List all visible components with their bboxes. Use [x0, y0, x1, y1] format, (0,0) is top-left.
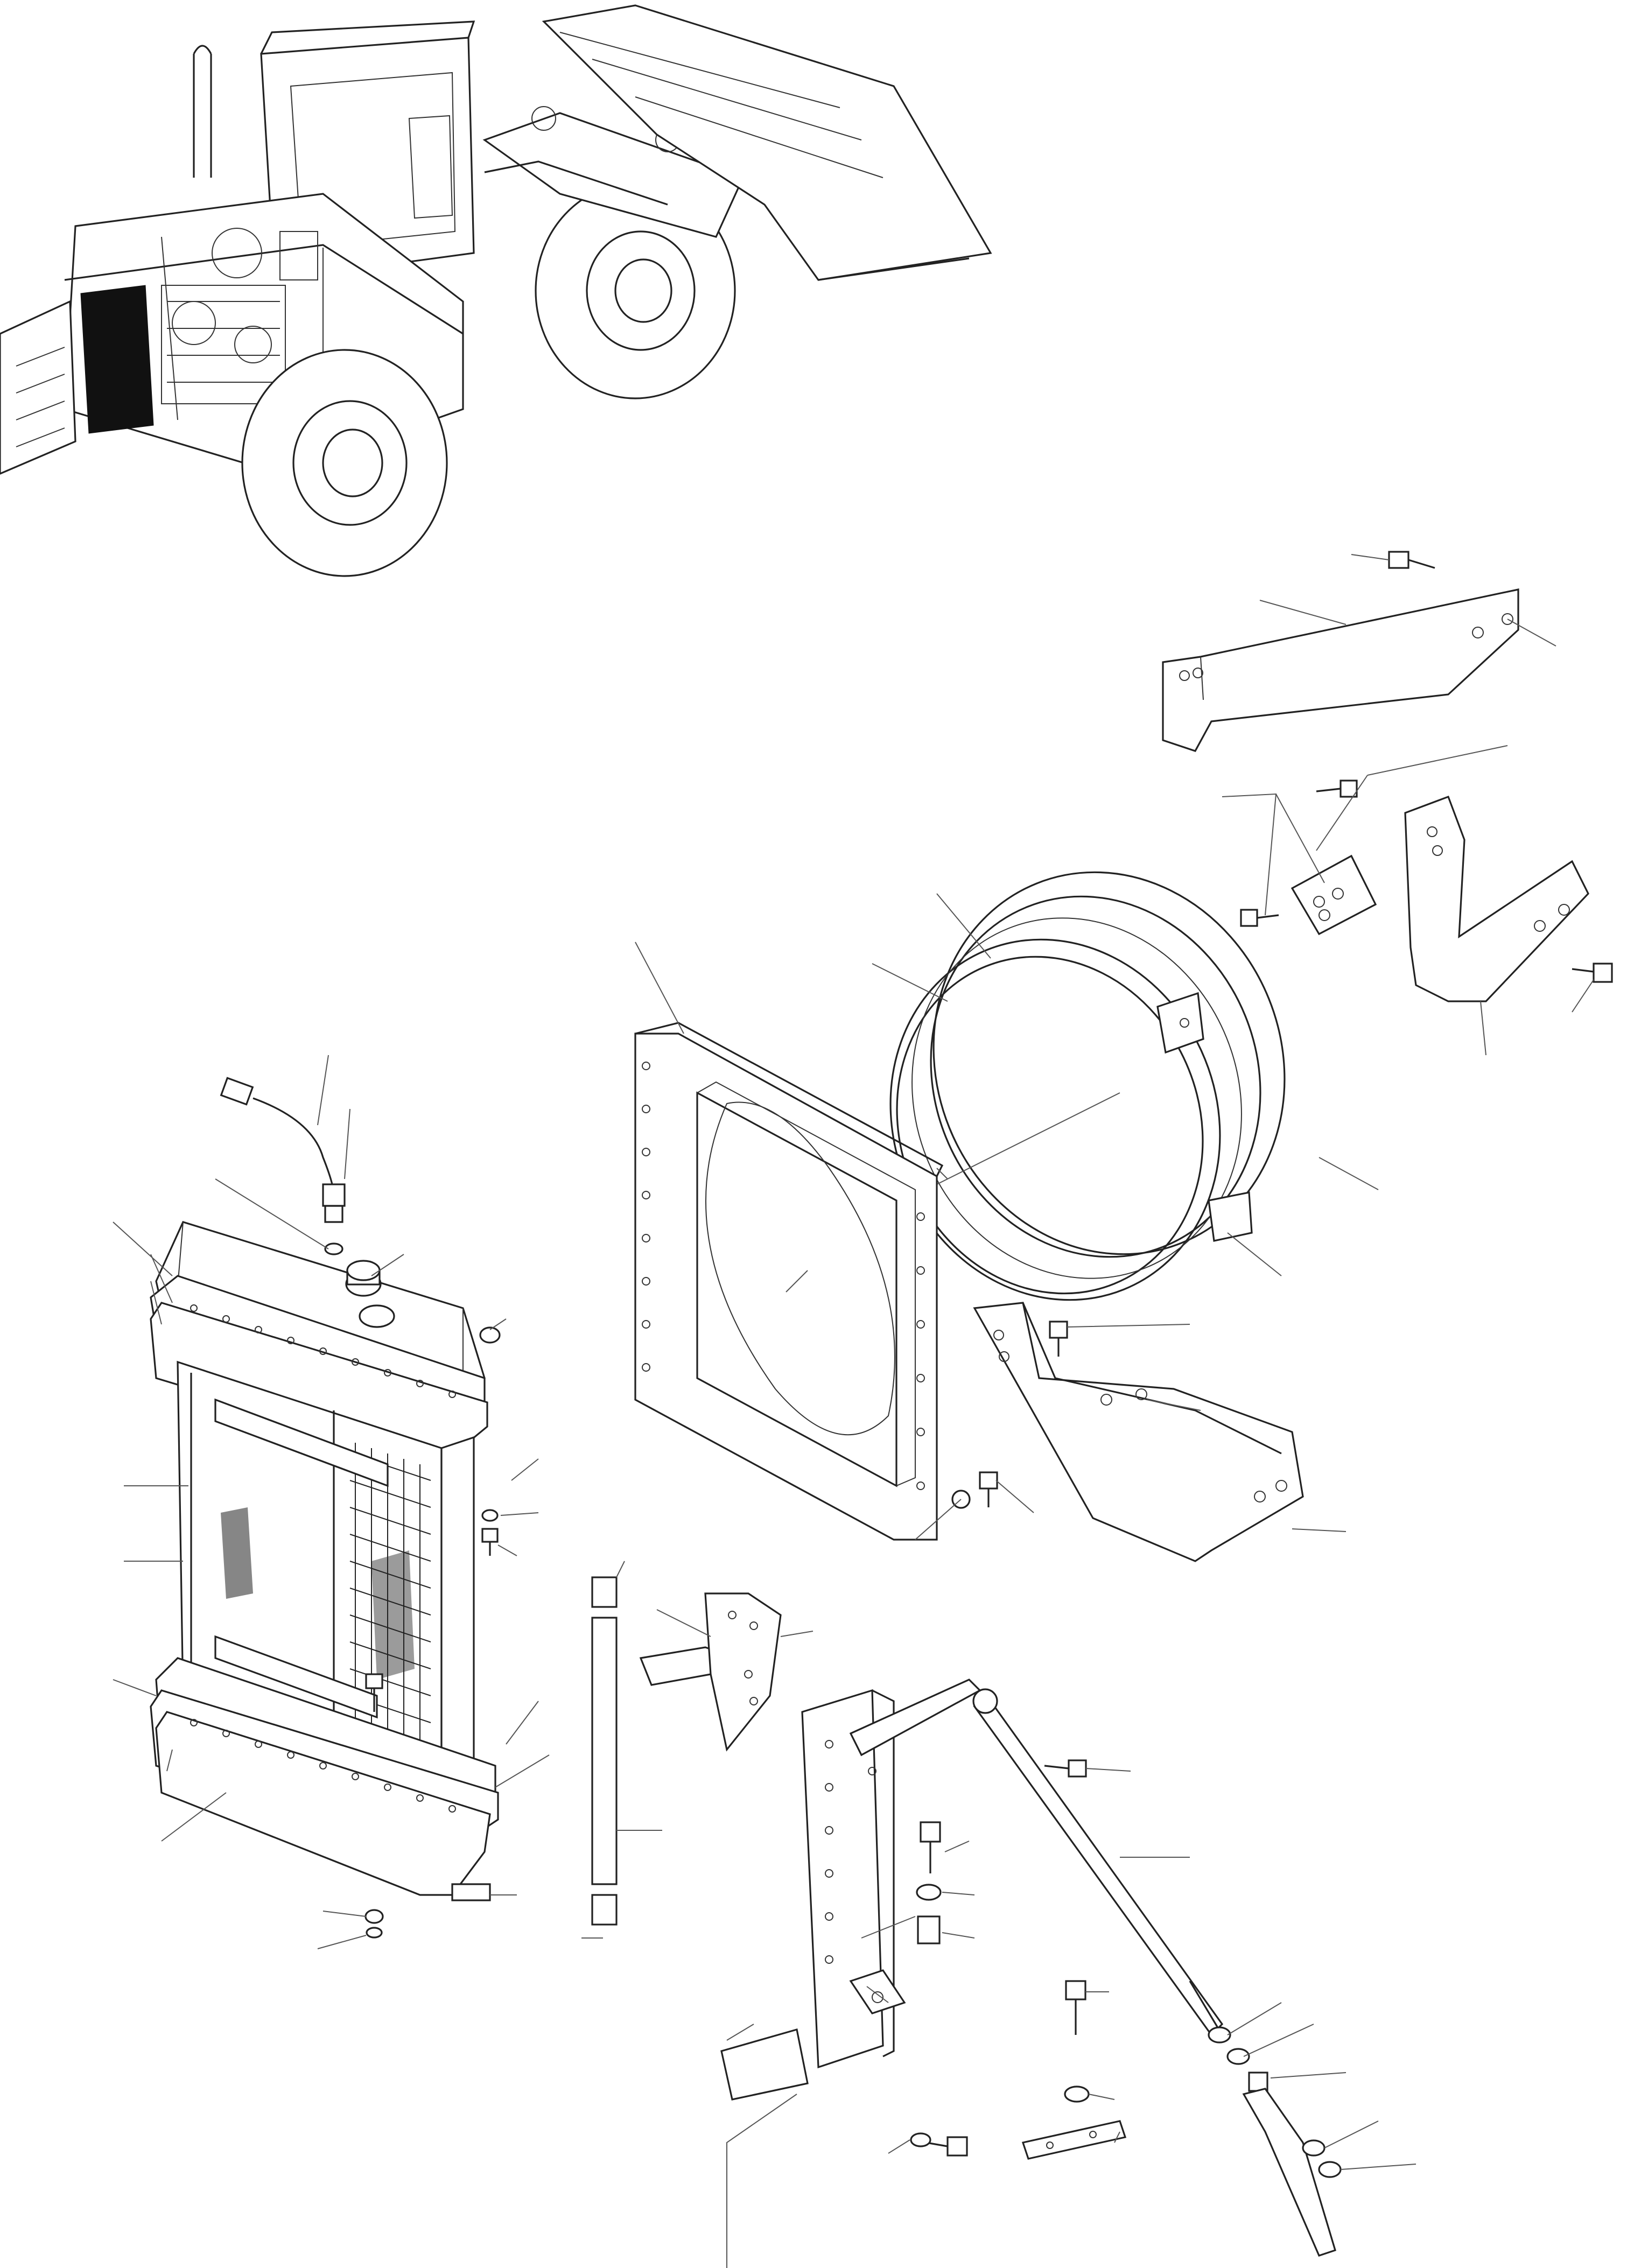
- filler-cap-icon: [345, 1260, 382, 1297]
- small-hardware-stack: [916, 1821, 975, 1944]
- bolt-icon: [1049, 1321, 1068, 1357]
- lower-bracket-right: [915, 1302, 1347, 1562]
- bolt-icon: [1065, 1980, 1086, 2035]
- bolt-icon: [1316, 780, 1358, 798]
- upper-mount-bracket: [639, 1592, 814, 1752]
- bolt-icon: [1044, 1759, 1087, 1778]
- temperature-sensor-icon: [220, 1077, 346, 1255]
- vertical-seal-strip: [581, 1561, 662, 1939]
- bolt-holes: [642, 1062, 925, 1490]
- washer-icon: [910, 2132, 931, 2147]
- bolt-icon: [1572, 963, 1613, 983]
- spacer-icon: [917, 1915, 941, 1944]
- engine-detail: [161, 228, 318, 404]
- nut-icon: [479, 1326, 501, 1344]
- turnbuckle-end-hardware: [1208, 2002, 1416, 2257]
- washer-icon: [366, 1927, 383, 1939]
- drain-plug-icon: [365, 1673, 383, 1712]
- bolt-icon: [925, 2136, 968, 2157]
- mounting-plate-group: [1222, 745, 1508, 936]
- lower-center-hardware: [888, 1980, 1127, 2160]
- fan-guard-frame: [634, 942, 948, 1541]
- nut-icon: [364, 1909, 384, 1924]
- washer-icon: [481, 1509, 499, 1522]
- radiator-highlight: [80, 285, 154, 434]
- bolt-icon: [920, 1821, 941, 1873]
- fan-shroud-ring: [872, 871, 1379, 1301]
- vertical-support-post: [720, 1679, 981, 2268]
- bolt-icon: [979, 1471, 998, 1507]
- upper-support-bracket: [1162, 551, 1556, 752]
- washer-icon: [1064, 2086, 1090, 2103]
- tie-rod: [972, 1688, 1224, 2037]
- core-fin-grid: [221, 1443, 431, 1771]
- bolt-icon: [1388, 551, 1435, 569]
- washer-icon: [916, 1884, 942, 1901]
- wheel-loader-overview: [0, 4, 992, 577]
- bolt-icon: [1240, 909, 1279, 927]
- radiator-assembly: [113, 1055, 550, 1949]
- side-bracket-right: [1404, 795, 1613, 1056]
- flange-bolt-holes: [190, 1304, 456, 1813]
- bolt-icon: [481, 1528, 499, 1556]
